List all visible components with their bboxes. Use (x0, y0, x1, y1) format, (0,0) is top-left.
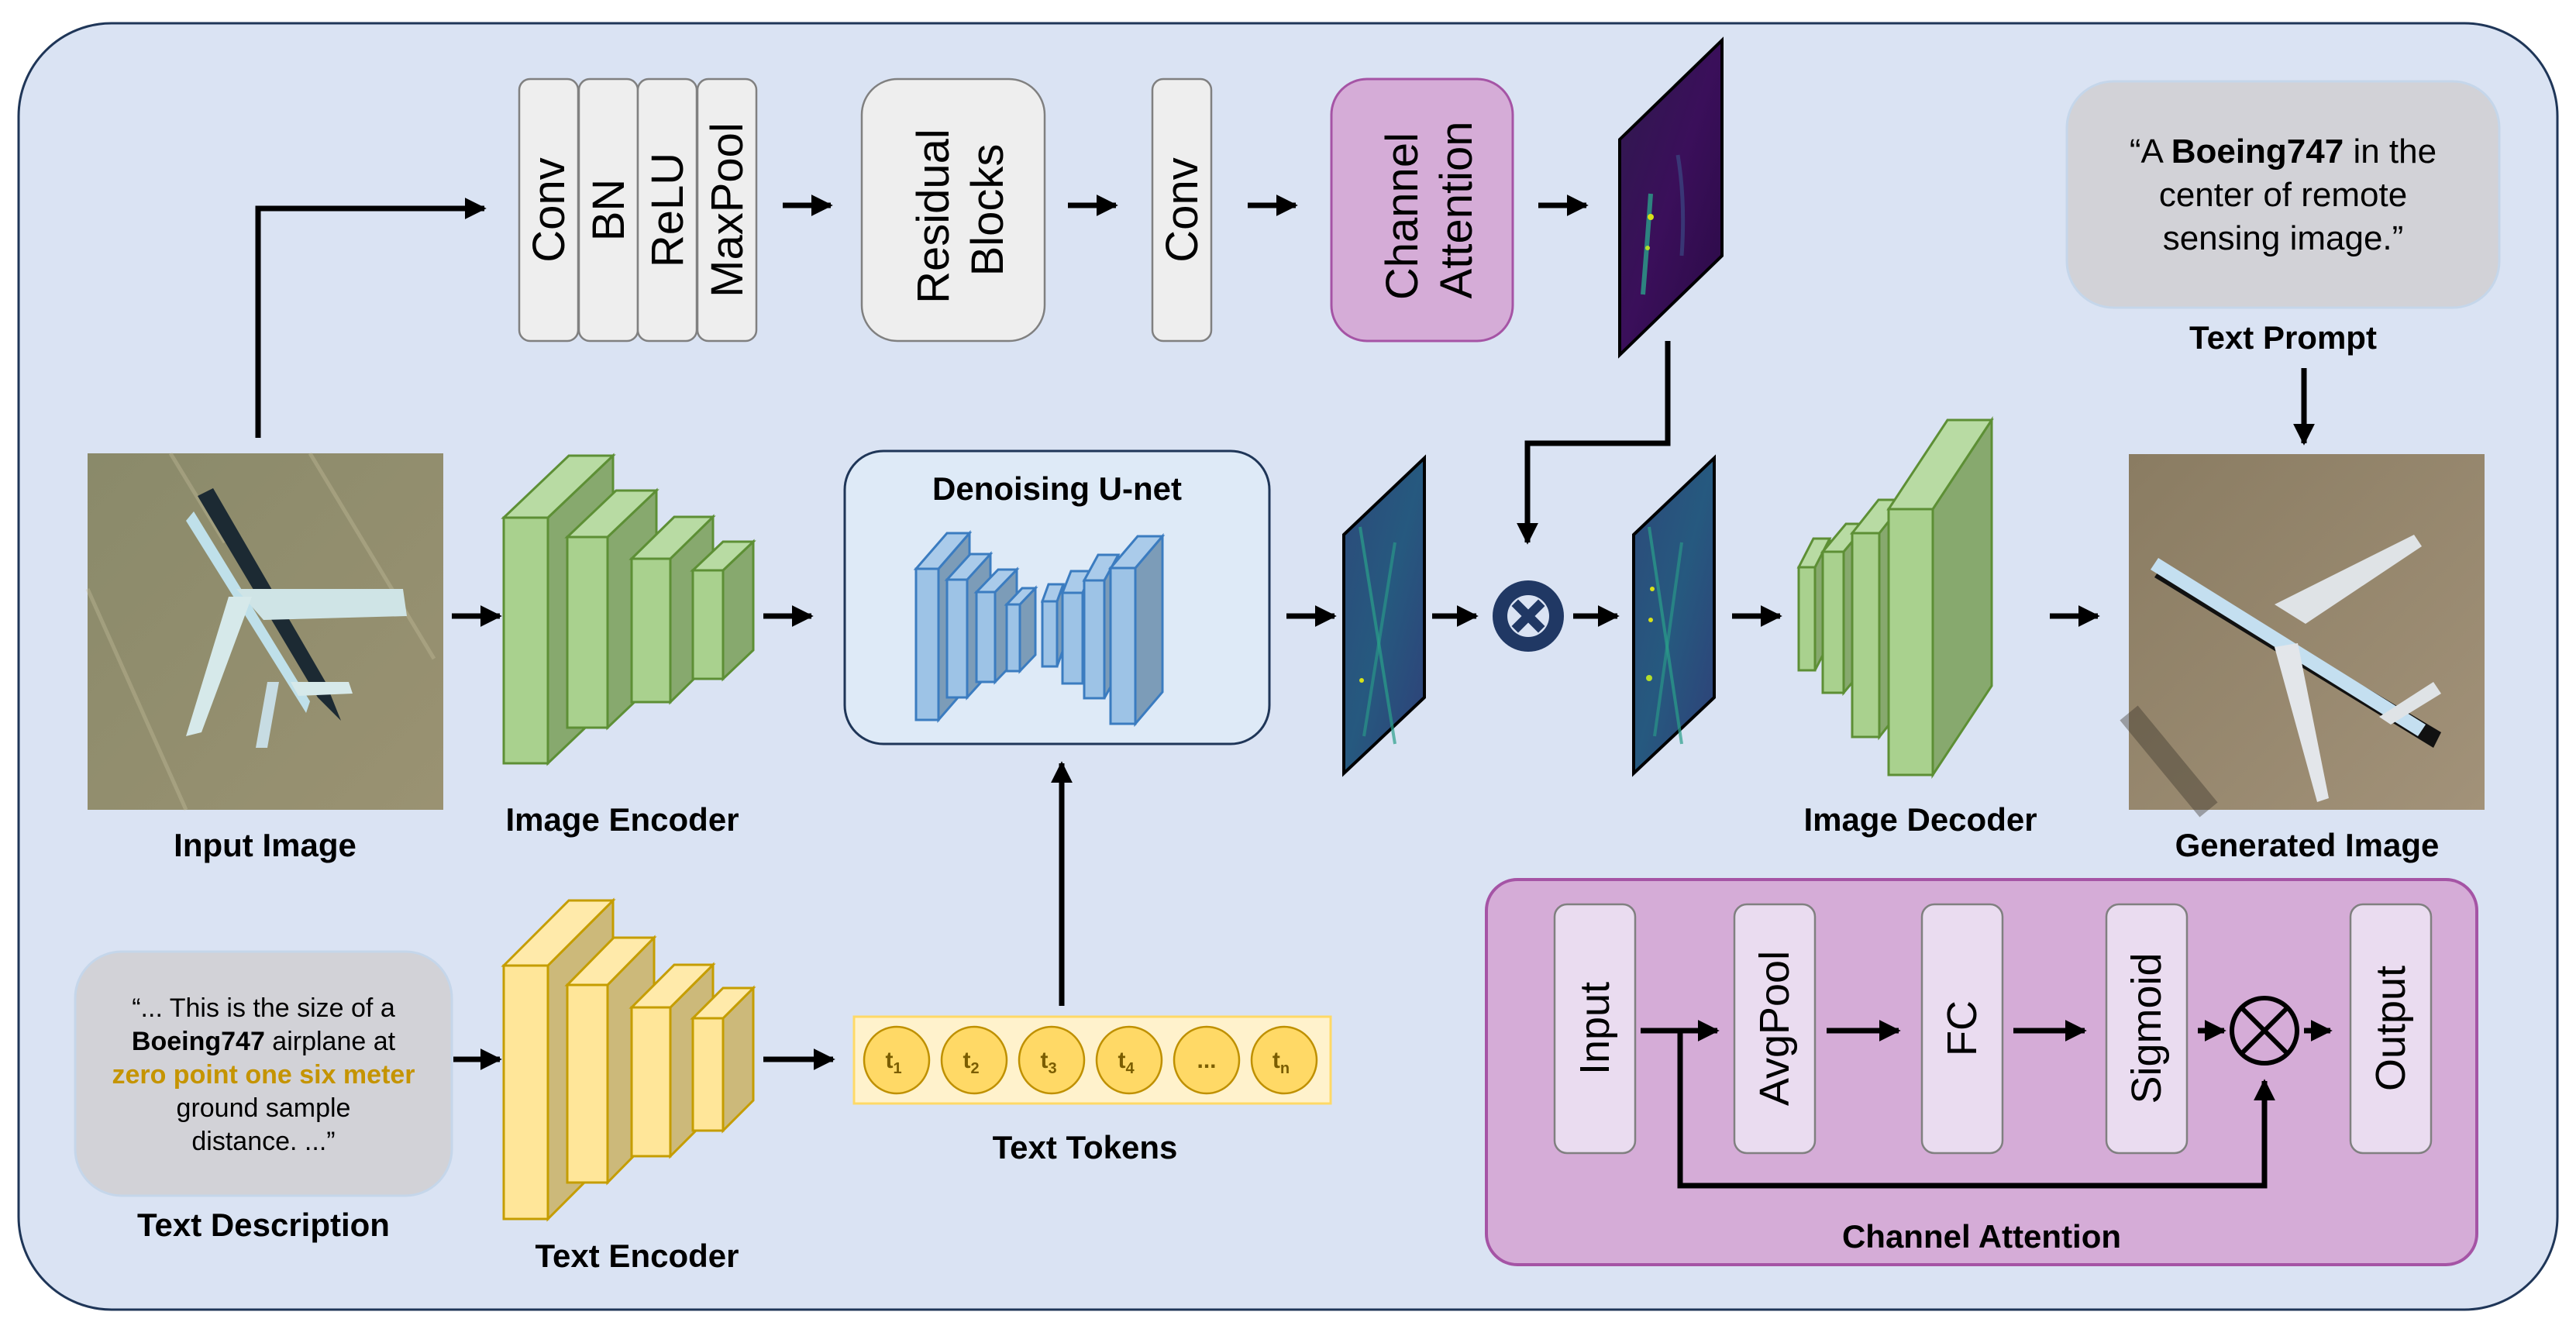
channel-attention-title: Channel Attention (1842, 1218, 2121, 1255)
otimes-icon (2230, 996, 2299, 1066)
stem-block-maxpool: MaxPool (696, 77, 758, 343)
text-prompt-box (2065, 80, 2501, 309)
unet-encoder-layer (1004, 585, 1038, 674)
text-token-label: tn (1273, 1048, 1290, 1077)
attention-feature-map (1618, 36, 1724, 359)
image-encoder-layer (690, 539, 756, 682)
image-decoder-layer (1886, 416, 1994, 779)
text-description-line2: Boeing747 airplane at (132, 1027, 396, 1056)
text-description-line4: ground sample (177, 1093, 351, 1123)
text-encoder-layer (690, 985, 756, 1134)
text-description-line1: “... This is the size of a (132, 993, 395, 1023)
image-decoder (1796, 416, 1994, 779)
ca-block-label: Input (1572, 982, 1618, 1075)
stem-block-conv: Conv (518, 77, 580, 343)
text-prompt-line2: center of remote (2159, 176, 2407, 214)
text-token-label: ... (1197, 1048, 1216, 1073)
denoising-unet: Denoising U-net (843, 449, 1271, 745)
text-description-label: Text Description (137, 1207, 390, 1243)
airplane-icon (2151, 535, 2441, 802)
ca-skip-connection (1677, 1031, 2275, 1189)
arrow-attention-to-multiply (1517, 341, 1671, 545)
text-token: t3 (1018, 1025, 1086, 1095)
channel-attention-block-label: Channel Attention (1377, 120, 1482, 300)
arrow-input-to-stem (255, 198, 487, 438)
generated-image-label: Generated Image (2175, 827, 2440, 863)
stem-block-label: Conv (524, 157, 574, 262)
text-token: t2 (940, 1025, 1008, 1095)
ca-block-label: Sigmoid (2123, 952, 2170, 1103)
ca-block-output: Output (2349, 903, 2433, 1155)
text-token-label: t1 (885, 1048, 901, 1077)
ca-block-input: Input (1553, 903, 1637, 1155)
conv-block (1151, 77, 1213, 343)
image-encoder (501, 453, 756, 766)
text-token: t4 (1095, 1025, 1163, 1095)
airplane-icon (186, 488, 407, 748)
input-image (85, 452, 443, 811)
channel-attention-detail: Input AvgPool FC Sigmoid Output Channel Atte… (1485, 878, 2478, 1266)
latent-feature-map (1342, 454, 1426, 777)
input-image-label: Input Image (174, 827, 356, 863)
text-description-highlight: zero point one six meter (112, 1060, 415, 1090)
image-encoder-label: Image Encoder (505, 801, 739, 838)
ca-block-avgpool: AvgPool (1733, 903, 1817, 1155)
stem-block-label: BN (584, 179, 634, 242)
main-row: Input Image Image Encoder Denoising U-ne… (85, 416, 2485, 1006)
text-description-section: “... This is the size of a Boeing747 air… (74, 897, 1332, 1274)
ca-block-label: FC (1939, 1000, 1985, 1056)
text-prompt-section: “A Boeing747 in the center of remote sen… (2065, 80, 2501, 446)
unet-blocks (913, 529, 1166, 728)
image-decoder-layer (1796, 537, 1832, 672)
ca-block-sigmoid: Sigmoid (2105, 903, 2189, 1155)
ca-block-fc: FC (1920, 903, 2004, 1155)
stem-block-relu: ReLU (636, 77, 698, 343)
text-token: ... (1173, 1025, 1241, 1095)
multiply-circle-icon (1493, 580, 1564, 652)
generated-image (2120, 454, 2485, 818)
ca-block-label: Output (2368, 966, 2414, 1091)
text-prompt-line1: “A Boeing747 in the (2130, 133, 2437, 170)
text-tokens: t1 t2 t3 t4... tn (852, 1015, 1332, 1105)
unet-decoder-layer (1107, 532, 1166, 728)
text-token: t1 (863, 1025, 931, 1095)
text-token-label: t2 (963, 1048, 979, 1077)
text-prompt-label: Text Prompt (2189, 319, 2377, 356)
text-encoder-label: Text Encoder (536, 1238, 739, 1274)
residual-blocks (860, 77, 1046, 343)
stem-block-bn: BN (577, 77, 639, 343)
ca-block-label: AvgPool (1751, 951, 1798, 1106)
text-tokens-label: Text Tokens (993, 1129, 1178, 1165)
residual-blocks-label: Residual Blocks (908, 116, 1013, 304)
text-token-label: t3 (1040, 1048, 1056, 1077)
text-token: tn (1250, 1025, 1318, 1095)
text-encoder (501, 897, 756, 1222)
stem-block-label: ReLU (642, 153, 693, 267)
text-token-label: t4 (1118, 1048, 1135, 1077)
text-description-box (74, 950, 453, 1197)
text-description-line5: distance. ...” (191, 1127, 335, 1156)
text-prompt-line3: sensing image.” (2163, 219, 2404, 257)
image-decoder-label: Image Decoder (1803, 801, 2037, 838)
channel-attention-block (1330, 77, 1514, 343)
stem-block-label: MaxPool (702, 122, 752, 298)
conv-block-label: Conv (1157, 157, 1207, 262)
fused-feature-map (1632, 454, 1716, 777)
unet-title: Denoising U-net (932, 470, 1182, 507)
unet-decoder-layer (1040, 583, 1066, 668)
